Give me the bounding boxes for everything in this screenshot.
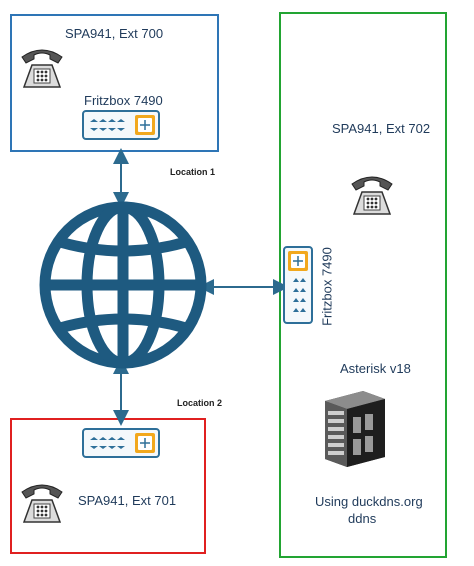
location-2-phone-label: SPA941, Ext 701 — [78, 493, 177, 508]
router-icon — [82, 428, 160, 458]
phone-icon — [21, 49, 63, 88]
globe-icon — [39, 201, 207, 369]
phone-icon — [21, 484, 63, 523]
location-1-phone-label: SPA941, Ext 700 — [65, 26, 164, 41]
router-icon — [82, 110, 160, 140]
location-1-link-label: Location 1 — [170, 167, 216, 177]
location-3-server-label: Asterisk v18 — [340, 361, 411, 376]
location-3-phone-label: SPA941, Ext 702 — [332, 121, 431, 136]
location-1-router-label: Fritzbox 7490 — [84, 93, 163, 108]
ddns-label-line1: Using duckdns.org — [315, 494, 423, 509]
location-3-box — [279, 12, 447, 558]
router-icon — [283, 246, 313, 324]
ddns-label-line2: ddns — [348, 511, 377, 526]
server-icon — [325, 391, 385, 467]
location-2-link-label: Location 2 — [177, 398, 223, 408]
phone-icon — [351, 176, 393, 215]
